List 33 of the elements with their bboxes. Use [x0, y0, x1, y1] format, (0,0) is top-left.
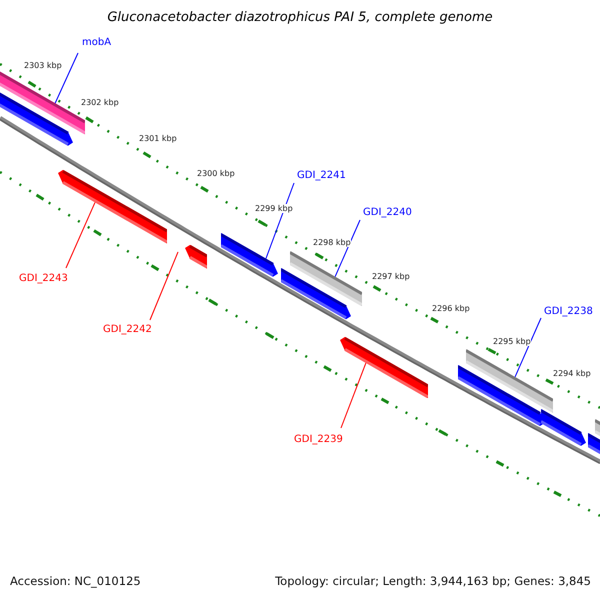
leader-line	[514, 318, 542, 378]
leader-line	[150, 252, 178, 320]
scale-label: 2302 kbp	[81, 98, 119, 107]
gene-feature-bar	[290, 251, 362, 306]
scale-label: 2303 kbp	[24, 61, 62, 70]
footer-text: Accession: NC_010125	[10, 574, 141, 588]
gene-feature-bar	[185, 242, 207, 269]
footer-text: Topology: circular; Length: 3,944,163 bp; Genes: 3,845	[275, 574, 591, 588]
gene-label: mobA	[82, 37, 112, 48]
gene-label: GDI_2243	[19, 273, 68, 284]
leader-line	[334, 220, 360, 278]
leader-line	[340, 362, 366, 428]
gene-feature-bar	[541, 408, 586, 449]
leader-line	[54, 52, 78, 104]
scale-label: 2298 kbp	[313, 238, 351, 247]
scale-label: 2296 kbp	[432, 304, 470, 313]
scale-label: 2294 kbp	[553, 369, 591, 378]
scale-label: 2300 kbp	[197, 169, 235, 178]
gene-label: GDI_2239	[294, 434, 343, 445]
scale-label: 2301 kbp	[139, 134, 177, 143]
gene-label: GDI_2238	[544, 306, 593, 317]
gene-label: GDI_2240	[363, 207, 412, 218]
leader-line	[266, 182, 294, 259]
gene-feature-bar	[58, 167, 167, 244]
scale-label: 2297 kbp	[372, 272, 410, 281]
title: Gluconacetobacter diazotrophicus PAI 5, complete genome	[106, 10, 494, 25]
gene-feature-bar	[466, 349, 553, 413]
leader-line	[66, 202, 96, 268]
gene-label: GDI_2241	[297, 170, 346, 181]
scale-label: 2295 kbp	[493, 337, 531, 346]
gene-label: GDI_2242	[103, 324, 152, 335]
gene-feature-bar	[221, 232, 278, 280]
scale-label: 2299 kbp	[255, 204, 293, 213]
